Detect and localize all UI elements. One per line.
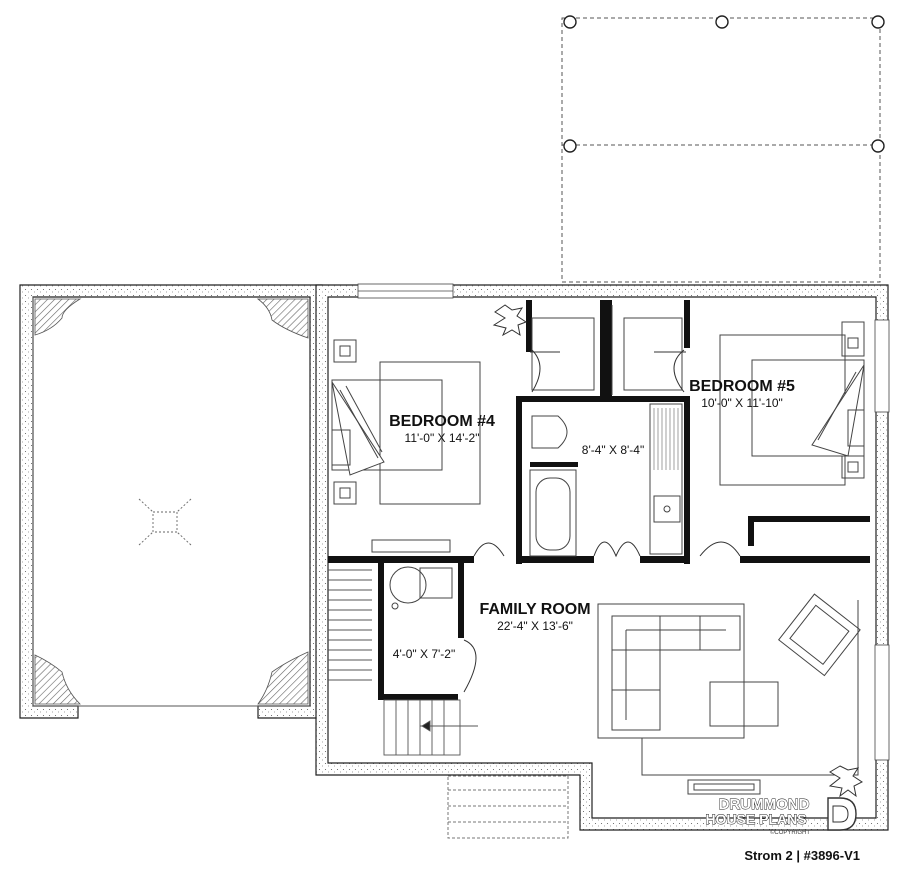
plant-bedroom4	[492, 304, 528, 337]
foundation-left	[19, 284, 323, 719]
patio-outline	[561, 17, 881, 283]
interior-walls	[328, 300, 870, 700]
bedroom4-dims: 11'-0" X 14'-2"	[405, 431, 480, 445]
bedroom5-furniture	[719, 321, 865, 486]
bedroom5-dims: 10'-0" X 11'-10"	[701, 396, 783, 410]
bedroom4-furniture	[331, 339, 481, 553]
family-room-dims: 22'-4" X 13'-6"	[497, 619, 573, 633]
doors	[463, 349, 741, 693]
plant-family-room	[828, 765, 863, 798]
storage-dims: 4'-0" X 7'-2"	[393, 647, 455, 661]
bathroom-dims: 8'-4" X 8'-4"	[582, 443, 644, 457]
exterior-walls	[315, 283, 890, 831]
family-room-name: FAMILY ROOM	[479, 601, 590, 618]
bedroom4-name: BEDROOM #4	[389, 413, 495, 430]
storage-fixtures	[389, 566, 453, 610]
stairs	[328, 569, 478, 756]
patio-posts	[563, 15, 885, 153]
family-room-furniture	[597, 593, 861, 795]
svg-text:©COPYRIGHT: ©COPYRIGHT	[770, 829, 810, 836]
svg-text:DRUMMOND: DRUMMOND	[719, 796, 810, 813]
drummond-logo: DRUMMOND HOUSE PLANS ©COPYRIGHT	[705, 796, 857, 836]
bathroom-fixtures	[529, 403, 683, 557]
closets	[531, 305, 683, 395]
svg-text:HOUSE PLANS: HOUSE PLANS	[705, 811, 806, 827]
plan-caption: Strom 2 | #3896-V1	[744, 848, 860, 863]
bedroom5-name: BEDROOM #5	[689, 378, 795, 395]
exterior-entry	[447, 775, 569, 839]
